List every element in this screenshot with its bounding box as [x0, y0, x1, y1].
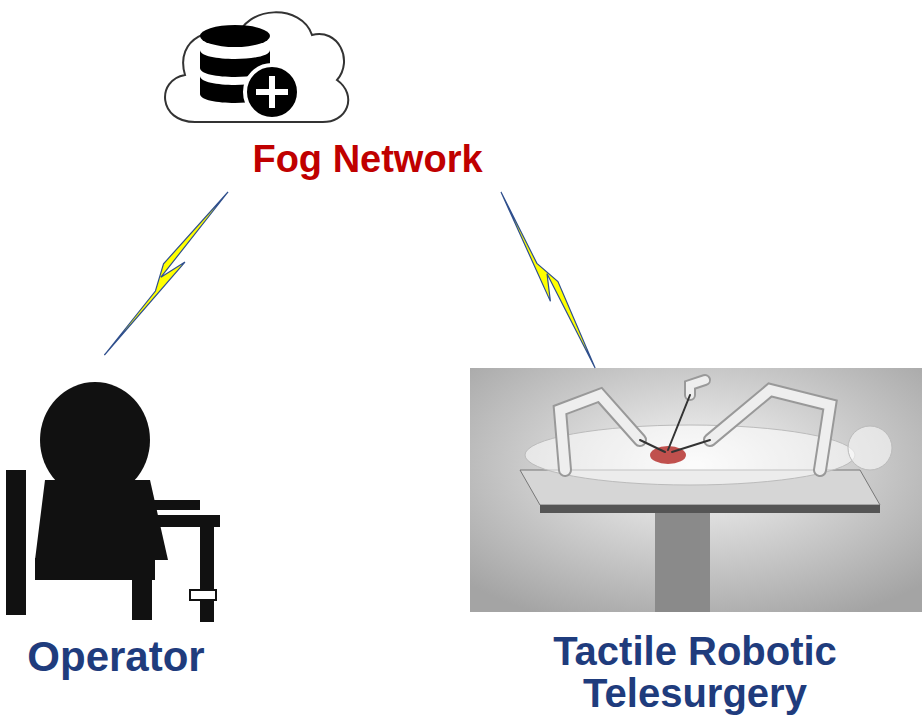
database-top [200, 25, 270, 47]
plus-sign [256, 89, 288, 95]
chair-back [6, 470, 26, 615]
cloud-outline [165, 12, 348, 122]
robot-node: Tactile Robotic Telesurgery [468, 368, 922, 718]
operator-node: Operator [0, 355, 232, 700]
robot-arms [560, 380, 830, 470]
database-icon [200, 25, 299, 119]
console [150, 500, 200, 510]
lightning-link [104, 192, 228, 355]
operator-icon [6, 382, 220, 622]
node-label: Tactile Robotic Telesurgery [468, 630, 922, 714]
patient-head [848, 426, 892, 470]
cloud-node: Fog Network [165, 0, 515, 192]
table-edge [540, 505, 880, 513]
operator-leg [132, 570, 152, 620]
patient-body [525, 425, 855, 485]
robot-arm [710, 390, 830, 470]
table-pedestal [655, 505, 710, 612]
pedal [190, 590, 216, 600]
photo-ground [470, 368, 922, 612]
plus-badge [245, 65, 299, 119]
instrument [640, 395, 710, 452]
robot-arm [710, 390, 830, 470]
robot-arm [690, 380, 705, 395]
node-label: Fog Network [220, 140, 515, 180]
desk-top [95, 515, 220, 527]
node-label: Operator [0, 635, 232, 679]
robot-arm [560, 395, 640, 470]
robot-arm [690, 380, 705, 395]
robot-arm [560, 395, 640, 470]
lightning-link [501, 192, 595, 368]
robot-illustration [470, 368, 922, 612]
desk-leg [200, 527, 214, 622]
